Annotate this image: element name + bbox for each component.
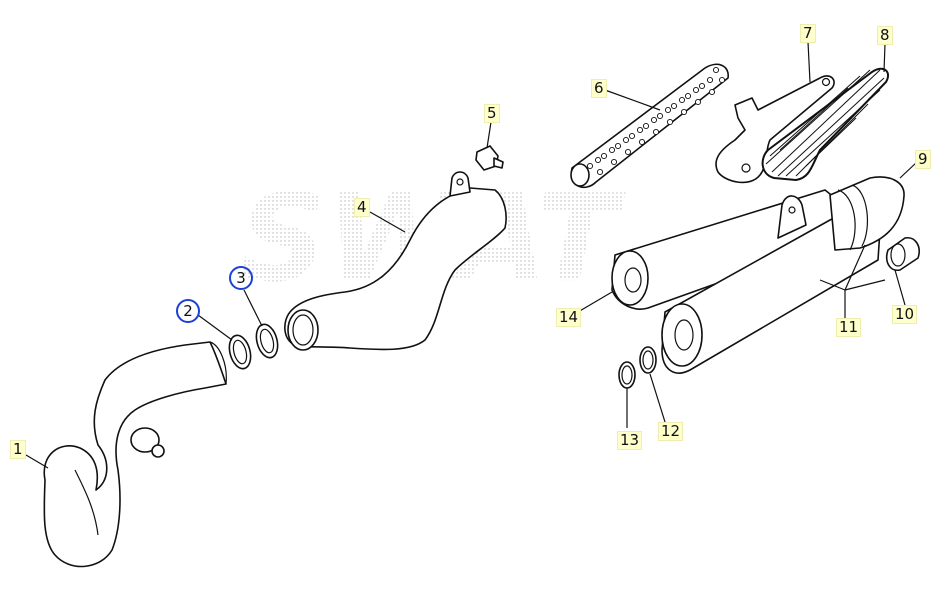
callout-2: 2 xyxy=(176,299,200,323)
part-11-silencer xyxy=(661,176,905,374)
callout-1: 1 xyxy=(10,440,26,459)
part-14-muffler-body xyxy=(611,189,839,310)
leader-lines xyxy=(25,41,918,469)
callout-14: 14 xyxy=(556,308,582,327)
part-5-bolt xyxy=(475,145,504,171)
callout-5: 5 xyxy=(484,104,500,123)
callout-8: 8 xyxy=(877,26,893,45)
part-7-bracket xyxy=(715,75,835,184)
callout-13: 13 xyxy=(617,431,643,450)
callout-4: 4 xyxy=(354,198,370,217)
callout-6: 6 xyxy=(591,79,607,98)
part-13-gasket xyxy=(618,361,636,389)
callout-11: 11 xyxy=(836,318,862,337)
part-2-gasket xyxy=(228,334,252,370)
callout-7: 7 xyxy=(800,24,816,43)
callout-9: 9 xyxy=(915,150,931,169)
part-12-gasket xyxy=(639,346,657,374)
part-4-mid-pipe xyxy=(284,171,507,351)
part-6-heat-shield xyxy=(570,63,729,189)
callout-10: 10 xyxy=(892,305,918,324)
part-1-header-pipe xyxy=(43,341,227,568)
part-10-tail-pipe xyxy=(885,236,920,272)
part-3-gasket xyxy=(255,323,279,359)
callout-12: 12 xyxy=(658,422,684,441)
callout-3: 3 xyxy=(229,266,253,290)
